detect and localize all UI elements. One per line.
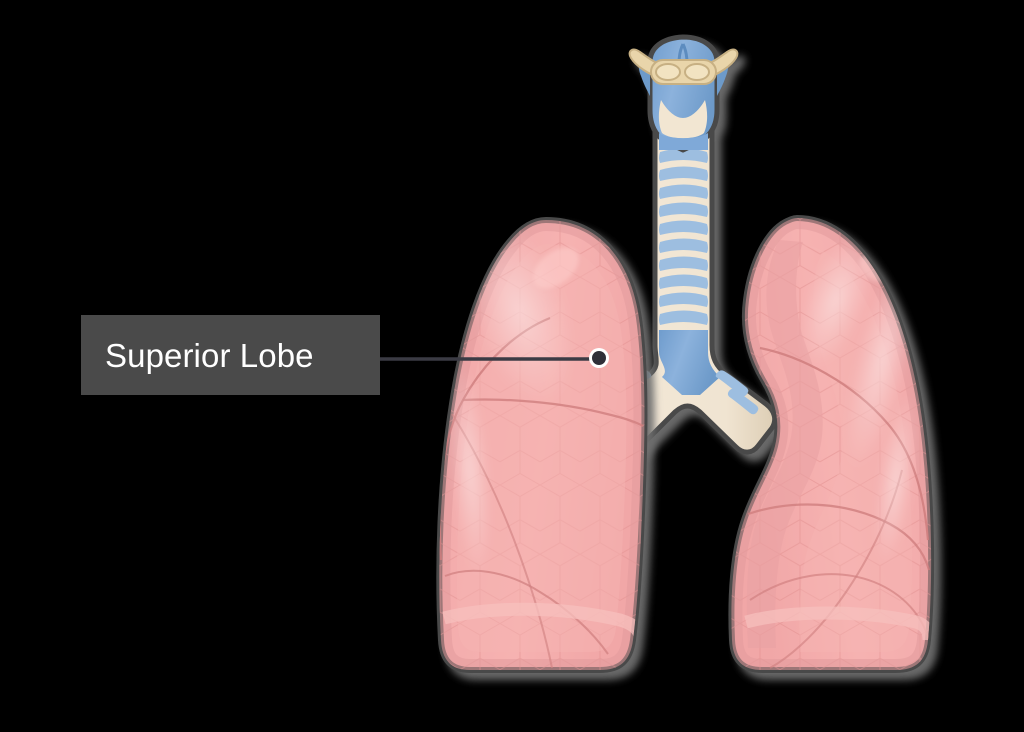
right-lung-rim [731, 218, 932, 670]
left-lung-group [436, 217, 648, 673]
carina [659, 330, 720, 395]
right-horizontal-fissure [747, 503, 931, 571]
right-lung-gloss-upper [799, 233, 873, 367]
larynx-group [628, 34, 739, 153]
left-accessory-fissure [444, 569, 609, 655]
hyoid-foramen-left [655, 63, 681, 81]
callout-label-text: Superior Lobe [105, 336, 314, 374]
cricoid-cartilage [659, 133, 708, 150]
marker-dot[interactable] [592, 351, 606, 365]
hyoid-foramen-right [684, 63, 710, 81]
left-lung-apex-glint [533, 247, 579, 289]
tracheal-rings [659, 130, 708, 325]
left-horizontal-fissure [462, 398, 644, 427]
callout-leader-group [380, 348, 609, 368]
callout-label-box[interactable]: Superior Lobe [81, 315, 380, 395]
right-lung-base-highlight [744, 606, 932, 641]
right-lung-gloss-lower [874, 394, 918, 566]
left-lung-gloss-lateral [447, 362, 493, 578]
right-lung-group [728, 215, 935, 673]
cricothyroid-membrane [658, 100, 708, 139]
